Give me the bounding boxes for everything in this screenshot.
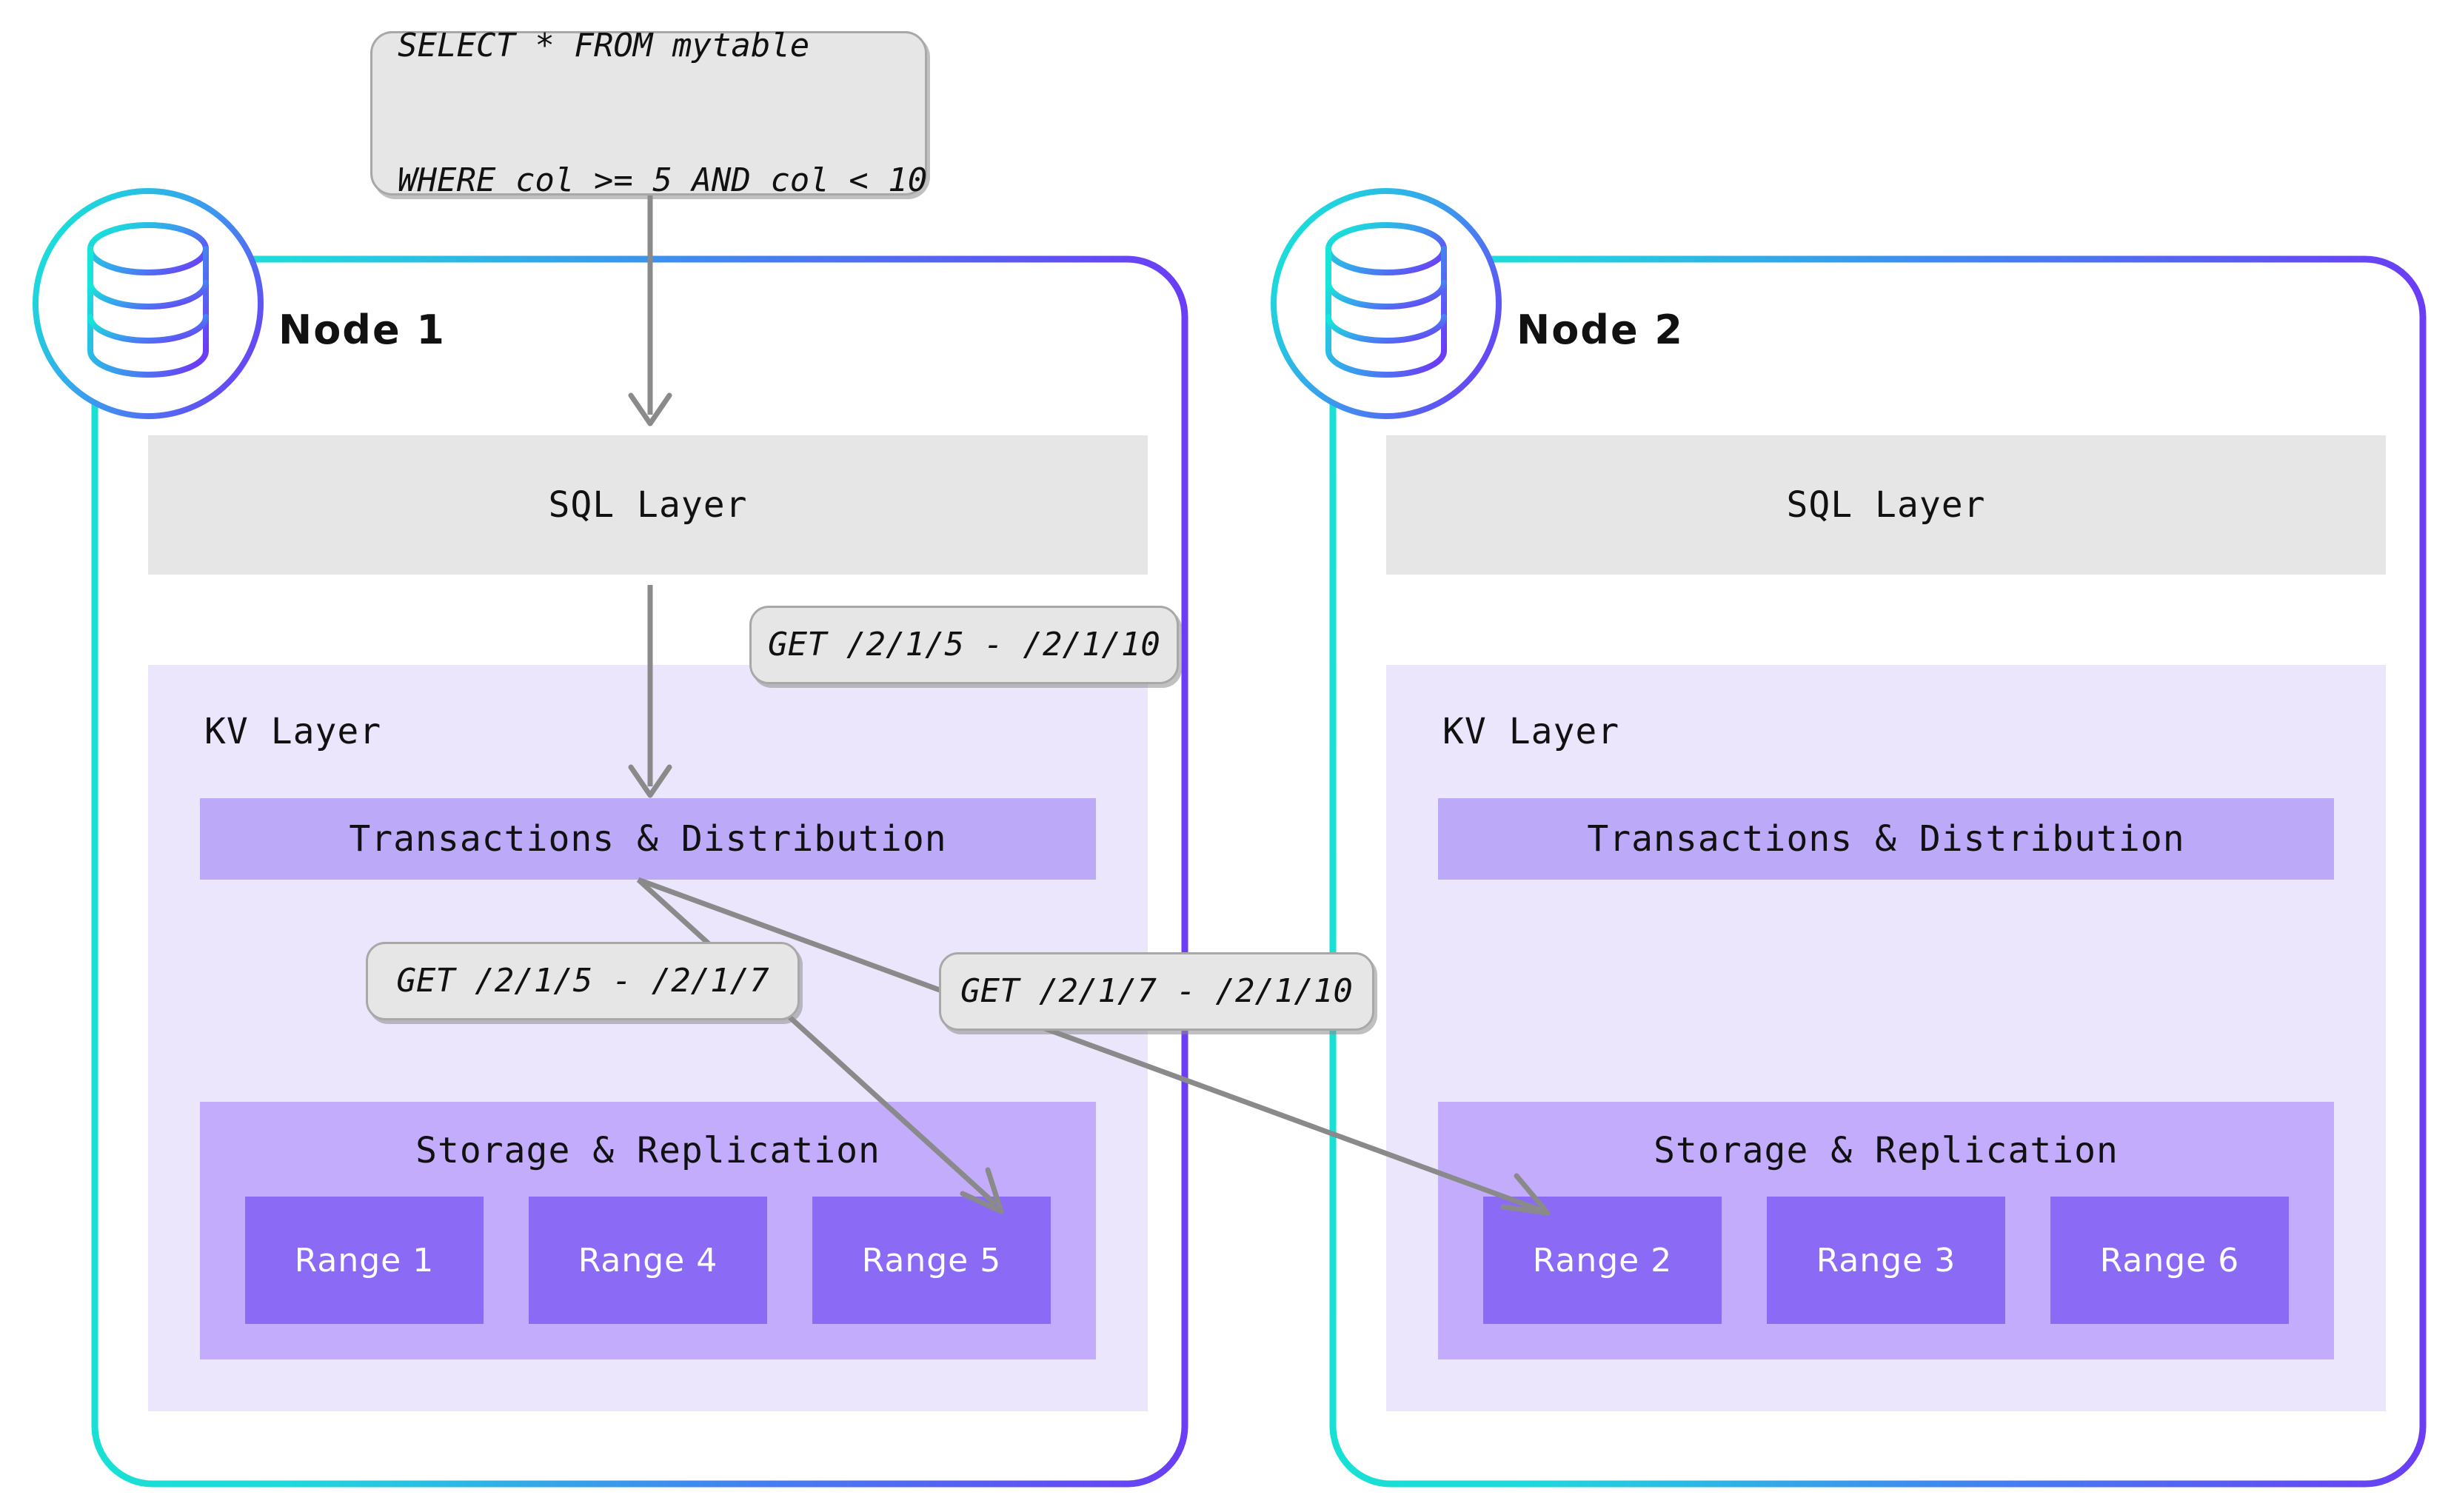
- range-box[interactable]: Range 6: [2050, 1197, 2289, 1324]
- node-2-sql-layer-label: SQL Layer: [1786, 484, 1986, 526]
- node-1-title: Node 1: [278, 307, 446, 353]
- sql-query-line-2: WHERE col >= 5 AND col < 10: [398, 161, 928, 199]
- kv-request-text: GET /2/1/5 - /2/1/10: [768, 625, 1160, 663]
- node-2-kv-layer-label: KV Layer: [1442, 711, 1620, 752]
- range-label: Range 5: [861, 1241, 1002, 1279]
- sql-query-bubble: SELECT * FROM mytable WHERE col >= 5 AND…: [370, 27, 927, 199]
- node-2-txn-box: Transactions & Distribution: [1438, 798, 2334, 880]
- node-2-sql-layer: SQL Layer: [1386, 435, 2386, 575]
- sql-query-line-1: SELECT * FROM mytable: [398, 26, 810, 64]
- arrowhead-query-to-sql: [628, 392, 672, 426]
- node-1-storage-label: Storage & Replication: [415, 1130, 880, 1171]
- range-left-callout: GET /2/1/5 - /2/1/7: [366, 942, 800, 1020]
- node-1-kv-layer-label: KV Layer: [204, 711, 382, 752]
- node-2-storage-label: Storage & Replication: [1653, 1130, 2119, 1171]
- node-1-sql-layer-label: SQL Layer: [548, 484, 748, 526]
- range-right-text: GET /2/1/7 - /2/1/10: [960, 971, 1353, 1010]
- node-2-range-row: Range 2 Range 3 Range 6: [1438, 1197, 2334, 1324]
- node-2-kv-layer: KV Layer Transactions & Distribution Sto…: [1386, 665, 2386, 1411]
- node-1-storage-box: Storage & Replication Range 1 Range 4 Ra…: [200, 1102, 1096, 1359]
- node-1-sql-layer: SQL Layer: [148, 435, 1148, 575]
- range-label: Range 1: [294, 1241, 435, 1279]
- range-box[interactable]: Range 4: [529, 1197, 767, 1324]
- node-1-kv-layer: KV Layer Transactions & Distribution Sto…: [148, 665, 1148, 1411]
- range-box[interactable]: Range 3: [1767, 1197, 2005, 1324]
- range-left-text: GET /2/1/5 - /2/1/7: [396, 961, 769, 1000]
- node-2-storage-box: Storage & Replication Range 2 Range 3 Ra…: [1438, 1102, 2334, 1359]
- range-box[interactable]: Range 5: [812, 1197, 1051, 1324]
- node-1-txn-box: Transactions & Distribution: [200, 798, 1096, 880]
- range-label: Range 6: [2099, 1241, 2240, 1279]
- node-1-range-row: Range 1 Range 4 Range 5: [200, 1197, 1096, 1324]
- node-2-txn-label: Transactions & Distribution: [1587, 818, 2185, 860]
- node-1-txn-label: Transactions & Distribution: [349, 818, 947, 860]
- range-box[interactable]: Range 2: [1483, 1197, 1722, 1324]
- range-box[interactable]: Range 1: [245, 1197, 484, 1324]
- node-1-database-icon: [87, 222, 209, 378]
- node-2-title: Node 2: [1517, 307, 1684, 353]
- range-label: Range 4: [578, 1241, 718, 1279]
- node-2-icon-ring: [1271, 188, 1502, 419]
- range-right-callout: GET /2/1/7 - /2/1/10: [939, 952, 1374, 1031]
- range-label: Range 2: [1532, 1241, 1673, 1279]
- range-label: Range 3: [1816, 1241, 1956, 1279]
- node-1-icon-ring: [33, 188, 264, 419]
- kv-request-callout: GET /2/1/5 - /2/1/10: [749, 606, 1179, 684]
- node-2-database-icon: [1325, 222, 1447, 378]
